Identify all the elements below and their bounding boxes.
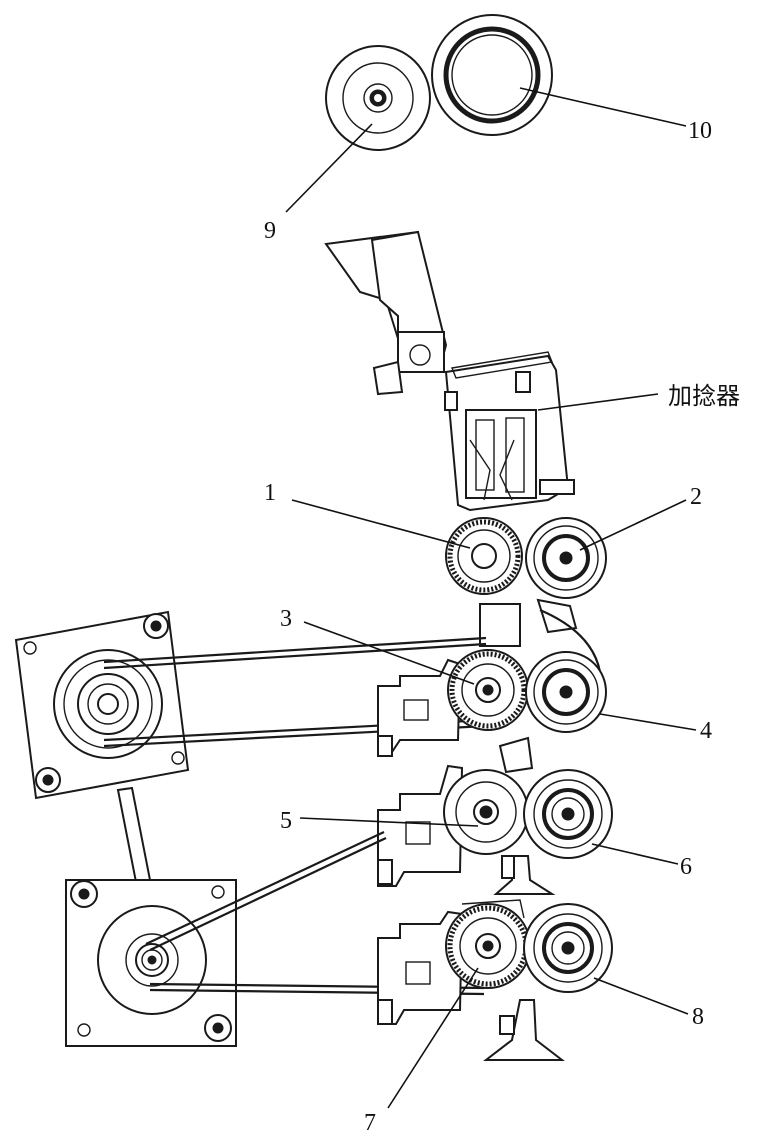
label-7: 7	[364, 1110, 376, 1136]
label-2: 2	[690, 484, 702, 510]
motor-upper	[14, 610, 190, 800]
motor-shaft	[116, 786, 152, 884]
yarn-guide	[479, 598, 578, 647]
twister-assembly	[324, 230, 575, 512]
roller-6	[523, 769, 613, 859]
label-3: 3	[280, 606, 292, 632]
guide-stand-lower	[483, 999, 565, 1061]
label-10: 10	[688, 118, 712, 144]
roller-1	[445, 517, 523, 595]
roller-9	[325, 45, 431, 151]
bracket-middle	[377, 736, 534, 887]
label-5: 5	[280, 808, 292, 834]
label-twister: 加捻器	[668, 382, 740, 410]
label-4: 4	[700, 718, 712, 744]
roller-10	[431, 14, 553, 136]
bracket-lower	[377, 899, 525, 1025]
roller-8	[523, 903, 613, 993]
guide-stand-middle	[493, 855, 556, 895]
motor-lower	[65, 879, 237, 1047]
roller-3	[447, 649, 529, 731]
label-1: 1	[264, 480, 276, 506]
roller-4	[525, 608, 607, 733]
roller-7	[445, 903, 531, 989]
label-6: 6	[680, 854, 692, 880]
roller-2	[525, 517, 607, 599]
leader-lines	[285, 87, 697, 1109]
roller-5	[443, 769, 529, 855]
label-8: 8	[692, 1004, 704, 1030]
label-9: 9	[264, 218, 276, 244]
